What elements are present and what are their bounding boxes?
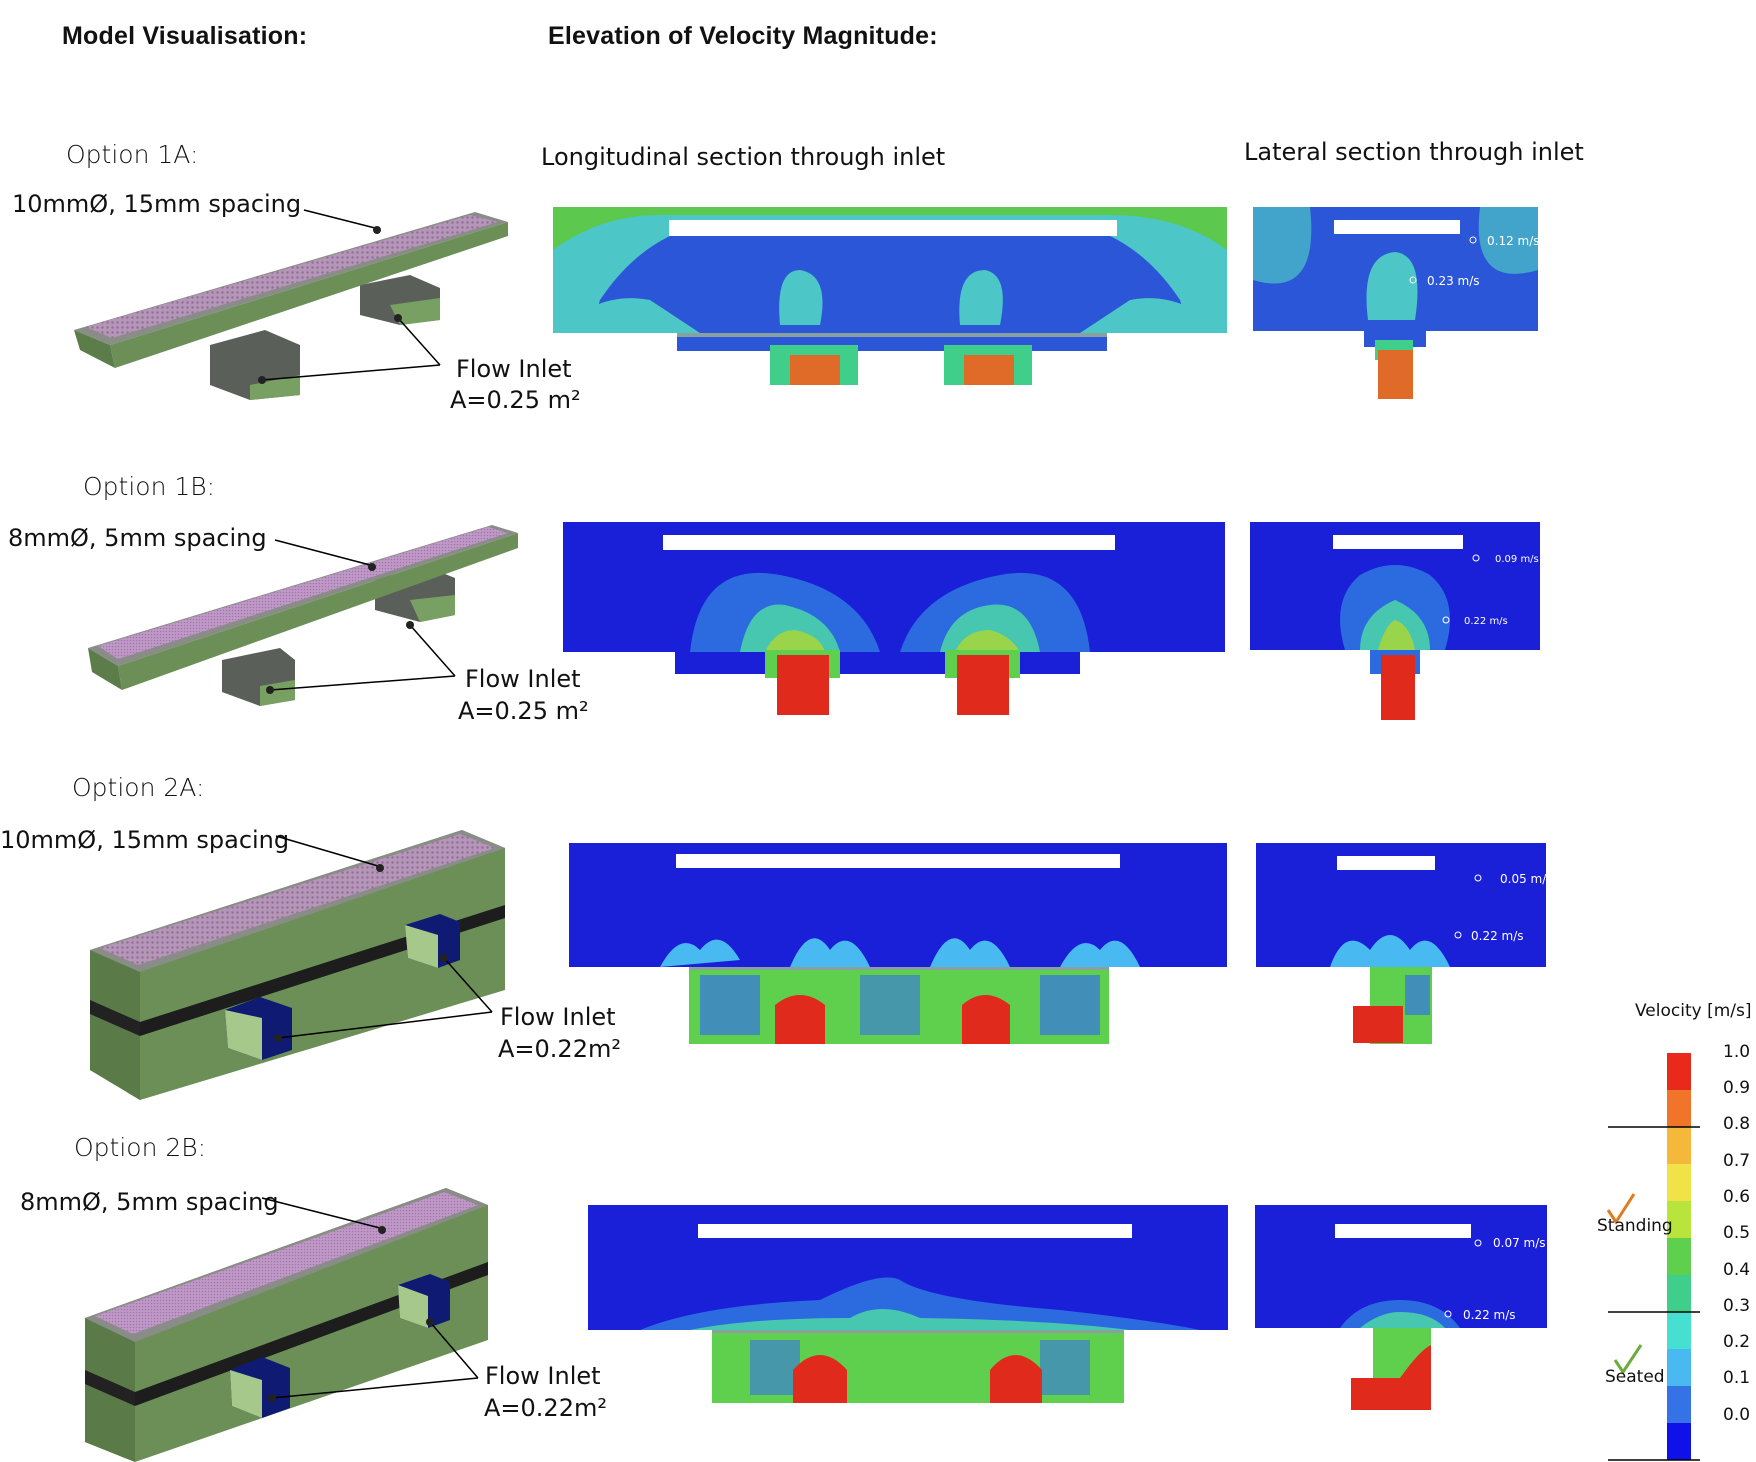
- legend-title: Velocity [m/s]: [1635, 1001, 1752, 1021]
- option-1a-perforation-label: 10mmØ, 15mm spacing: [12, 190, 302, 218]
- elevation-header: Elevation of Velocity Magnitude:: [548, 22, 938, 50]
- legend-tick: 0.2: [1723, 1332, 1751, 1352]
- model-visualisation-header: Model Visualisation:: [62, 22, 308, 50]
- standing-zone-label: Standing: [1597, 1216, 1673, 1236]
- option-2b-lateral-contour: [1255, 1205, 1547, 1410]
- seated-zone-label: Seated: [1605, 1367, 1665, 1387]
- option-1b-longitudinal-contour: [563, 522, 1225, 715]
- option-2b-inlet-label: Flow Inlet: [485, 1362, 601, 1390]
- legend-tick: 0.6: [1723, 1187, 1751, 1207]
- option-2a-velocity-point-2: 0.22 m/s: [1471, 929, 1524, 943]
- option-1b-area-label: A=0.25 m²: [458, 697, 589, 725]
- option-1b-title: Option 1B:: [83, 472, 216, 501]
- legend-tick: 0.9: [1723, 1078, 1751, 1098]
- legend-tick: 0.8: [1723, 1114, 1751, 1134]
- option-1b-velocity-point-2: 0.22 m/s: [1464, 616, 1508, 627]
- standing-check-icon: [1606, 1193, 1636, 1225]
- lateral-section-title: Lateral section through inlet: [1244, 138, 1584, 166]
- option-2b-longitudinal-contour: [588, 1205, 1228, 1403]
- option-1a-lateral-contour: [1253, 207, 1538, 399]
- option-2b-perforation-label: 8mmØ, 5mm spacing: [20, 1188, 279, 1216]
- option-2b-velocity-point-2: 0.22 m/s: [1463, 1308, 1516, 1322]
- legend-tick: 0.0: [1723, 1405, 1751, 1425]
- option-1a-title: Option 1A:: [66, 140, 199, 169]
- option-1b-inlet-label: Flow Inlet: [465, 665, 581, 693]
- option-2b-velocity-point-1: 0.07 m/s: [1493, 1236, 1546, 1250]
- option-2a-longitudinal-contour: [569, 843, 1227, 1044]
- option-2b-model: [85, 1188, 488, 1462]
- option-2a-lateral-contour: [1256, 843, 1546, 1044]
- option-1a-model: [74, 209, 508, 400]
- option-2a-area-label: A=0.22m²: [498, 1035, 621, 1063]
- legend-tick: 1.0: [1723, 1042, 1751, 1062]
- longitudinal-section-title: Longitudinal section through inlet: [541, 143, 946, 171]
- option-1a-inlet-label: Flow Inlet: [456, 355, 572, 383]
- option-2a-inlet-label: Flow Inlet: [500, 1003, 616, 1031]
- option-1a-velocity-point-2: 0.23 m/s: [1427, 274, 1480, 288]
- legend-tick: 0.1: [1723, 1368, 1751, 1388]
- option-1b-model: [88, 525, 518, 706]
- option-2b-title: Option 2B:: [74, 1133, 207, 1162]
- option-1b-velocity-point-1: 0.09 m/s: [1495, 554, 1539, 565]
- option-1a-velocity-point-1: 0.12 m/s: [1487, 234, 1540, 248]
- legend-tick: 0.5: [1723, 1223, 1751, 1243]
- legend-tick: 0.4: [1723, 1260, 1751, 1280]
- option-2a-perforation-label: 10mmØ, 15mm spacing: [0, 826, 290, 854]
- option-2a-velocity-point-1: 0.05 m/s: [1500, 872, 1553, 886]
- option-2a-title: Option 2A:: [72, 773, 205, 802]
- legend-tick: 0.7: [1723, 1151, 1751, 1171]
- option-2b-area-label: A=0.22m²: [484, 1394, 607, 1422]
- option-1a-longitudinal-contour: [553, 207, 1227, 385]
- seated-check-icon: [1613, 1344, 1643, 1375]
- option-1a-area-label: A=0.25 m²: [450, 386, 581, 414]
- legend-tick: 0.3: [1723, 1296, 1751, 1316]
- velocity-colorbar: [1608, 1053, 1700, 1461]
- option-1b-perforation-label: 8mmØ, 5mm spacing: [8, 524, 267, 552]
- option-1b-lateral-contour: [1250, 522, 1540, 720]
- option-2a-model: [90, 830, 505, 1100]
